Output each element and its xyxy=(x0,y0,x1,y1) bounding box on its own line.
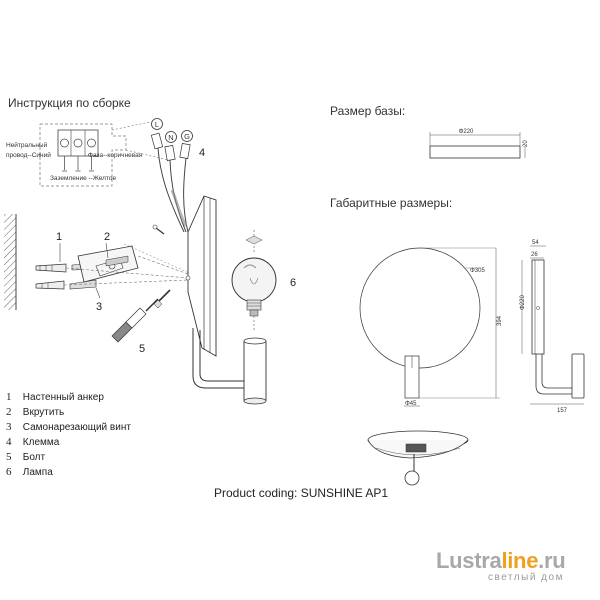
mounting-hardware xyxy=(35,224,197,290)
terminal-n-label: N xyxy=(168,133,173,142)
wall-anchor-icon xyxy=(35,263,67,290)
legend-item-label: Самонарезающий винт xyxy=(22,422,131,433)
callout-2: 2 xyxy=(104,231,110,243)
neutral-wire-label: Нейтральный xyxy=(6,141,48,149)
legend-item-number: 2 xyxy=(6,406,12,418)
perspective-view-drawing xyxy=(367,430,469,486)
base-diameter-label: Φ220 xyxy=(459,129,474,135)
legend-item-number: 3 xyxy=(6,421,12,433)
legend-item-number: 5 xyxy=(6,451,12,463)
wiring-diagram: Нейтральный провод--Синий Фаза--коричнев… xyxy=(6,121,169,187)
logo-wordmark: Lustraline.ru xyxy=(436,548,566,573)
side-view-drawing: 54 26 Φ220 157 xyxy=(520,240,585,414)
legend-item-number: 4 xyxy=(6,436,12,448)
legend-item: 1 Настенный анкер xyxy=(6,390,104,404)
callout-3: 3 xyxy=(96,301,102,313)
legend-item: 4 Клемма xyxy=(6,435,59,449)
legend-item: 3 Самонарезающий винт xyxy=(6,420,131,434)
callout-1: 1 xyxy=(56,231,62,243)
screwdriver-icon xyxy=(111,298,159,343)
legend-item-number: 6 xyxy=(6,466,12,478)
wall xyxy=(4,214,17,310)
legend-item-label: Лампа xyxy=(22,467,53,478)
legend-item: 5 Болт xyxy=(6,450,45,464)
shade-cylinder xyxy=(243,339,267,403)
legend-item-label: Клемма xyxy=(22,437,60,448)
bolt-icon xyxy=(153,289,171,309)
base-size-heading: Размер базы: xyxy=(330,104,406,118)
base-height-label: 20 xyxy=(523,140,529,147)
side-depth-label: 26 xyxy=(531,252,538,258)
terminal-g-label: G xyxy=(184,132,190,141)
product-coding: Product coding: SUNSHINE AP1 xyxy=(214,486,389,500)
assembly-instructions-heading: Инструкция по сборке xyxy=(8,96,131,110)
legend-item-label: Болт xyxy=(22,452,46,463)
base-size-drawing: Φ220 20 xyxy=(429,129,529,159)
callout-4: 4 xyxy=(199,147,205,159)
legend-item: 6 Лампа xyxy=(6,465,53,479)
callout-6: 6 xyxy=(290,277,296,289)
terminal-connectors: L N G xyxy=(150,118,193,233)
legend-item-number: 1 xyxy=(6,391,12,403)
side-top-label: 54 xyxy=(532,240,539,246)
lustraline-logo: Lustraline.ru светлый дом xyxy=(436,548,566,583)
terminal-block xyxy=(57,129,99,157)
logo-tagline: светлый дом xyxy=(488,572,564,583)
terminal-l-label: L xyxy=(155,120,159,129)
overall-height-label: 394 xyxy=(497,315,503,326)
lamp-bulb-icon xyxy=(231,230,277,330)
neutral-wire-label-2: провод--Синий xyxy=(6,151,51,159)
callout-5: 5 xyxy=(139,343,145,355)
side-width-label: 157 xyxy=(557,408,568,414)
ground-wire-label: Заземление --Желтое xyxy=(50,175,116,182)
disc-diameter-label: Φ305 xyxy=(470,268,485,274)
shade-diameter-label: Φ45 xyxy=(405,401,417,407)
legend-item-label: Вкрутить xyxy=(22,407,65,418)
front-view-drawing: Φ305 394 Φ45 xyxy=(359,247,503,407)
callouts: 1 2 3 4 5 6 xyxy=(56,147,296,355)
side-base-label: Φ220 xyxy=(520,295,526,310)
lamp-body xyxy=(185,195,267,405)
phase-wire-label: Фаза--коричневая xyxy=(88,152,143,159)
overall-dimensions-heading: Габаритные размеры: xyxy=(330,196,453,210)
legend-item-label: Настенный анкер xyxy=(22,392,104,403)
legend-item: 2 Вкрутить xyxy=(6,405,64,419)
